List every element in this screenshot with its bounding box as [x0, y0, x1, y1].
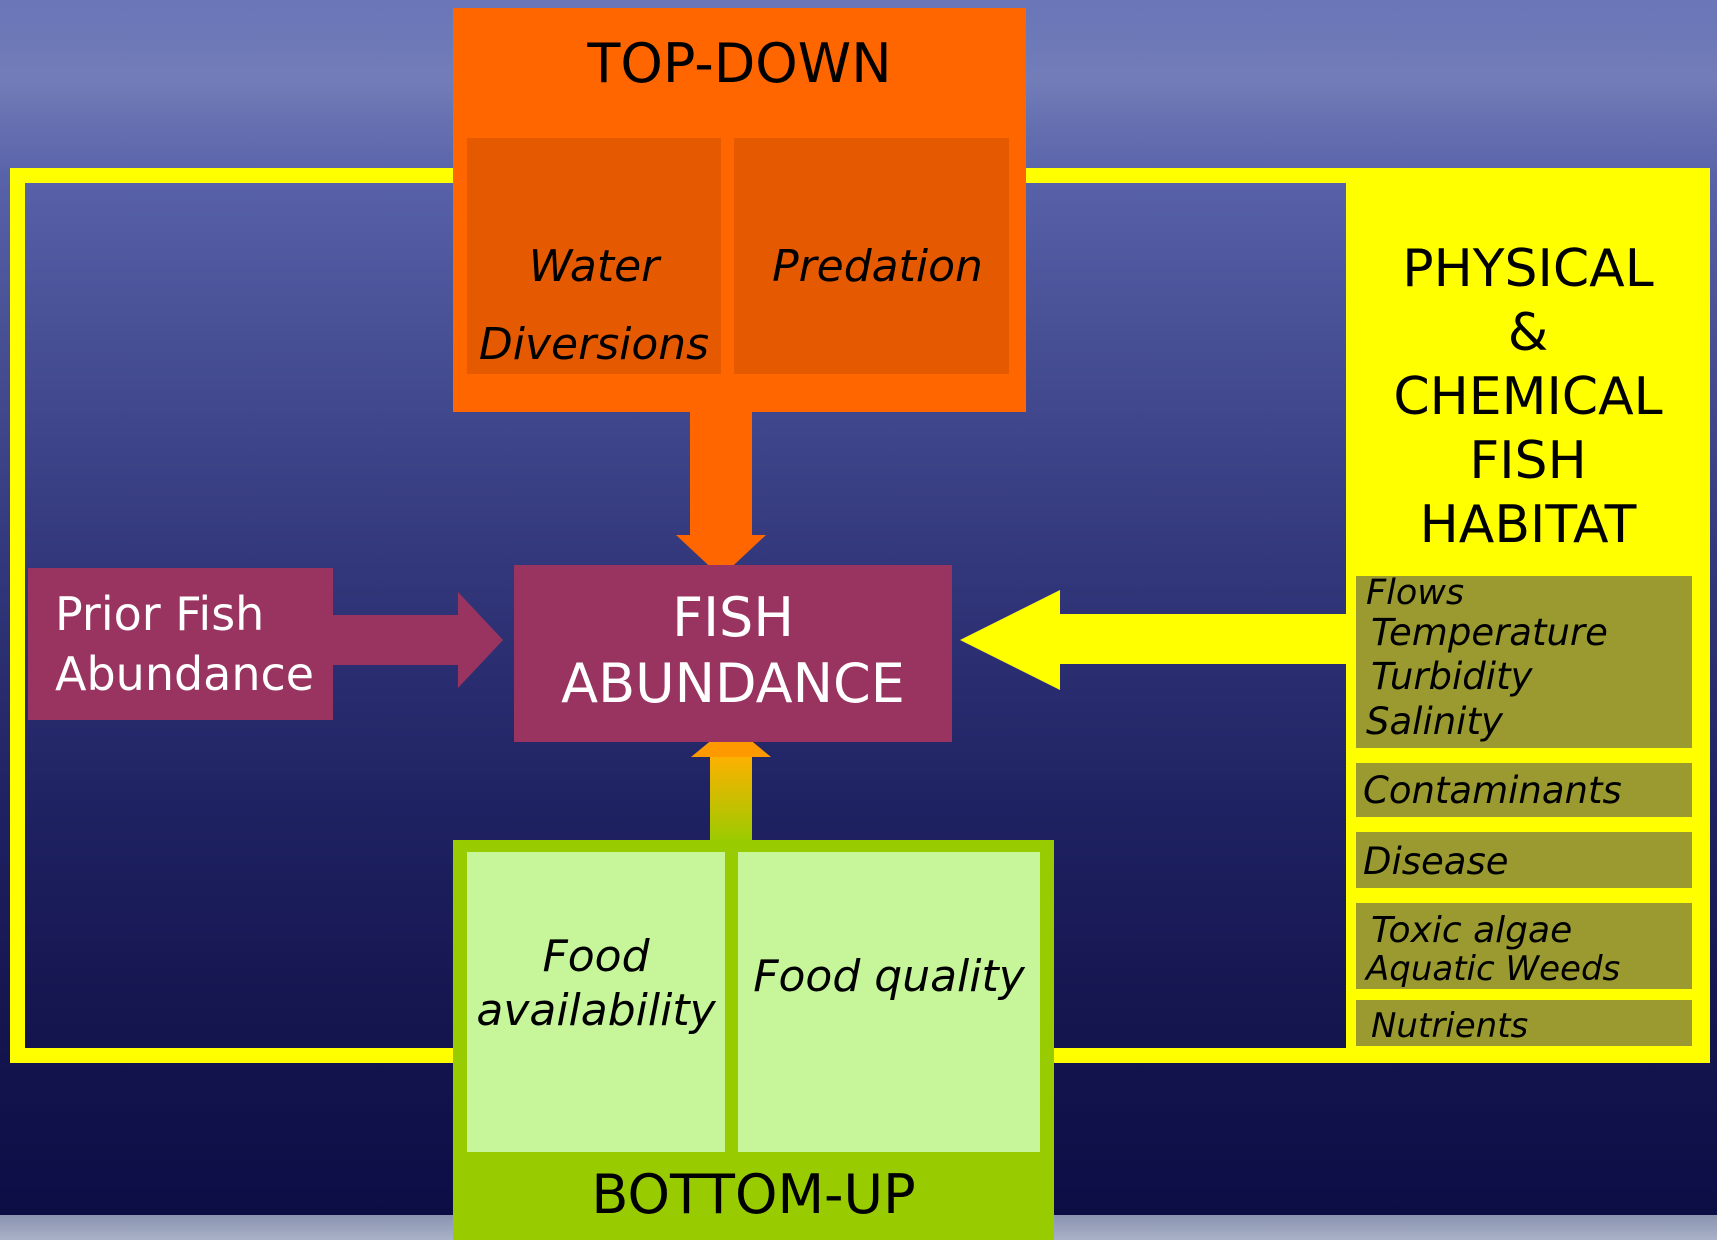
- arrow-bottom-up-shaft: [710, 755, 752, 843]
- habitat-group-toxic: [1356, 903, 1692, 989]
- prior-fish-abundance-box: [28, 568, 333, 720]
- arrow-physical-shaft: [1058, 614, 1348, 664]
- physical-title-line: CHEMICAL: [1393, 367, 1663, 427]
- diversions-label: Diversions: [478, 319, 710, 370]
- habitat-item: Aquatic Weeds: [1366, 949, 1621, 989]
- habitat-item: Contaminants: [1363, 769, 1622, 812]
- arrow-physical-head: [960, 590, 1060, 690]
- habitat-item: Nutrients: [1371, 1006, 1529, 1046]
- food-quality-cell: [738, 852, 1040, 1152]
- habitat-item: Toxic algae: [1371, 910, 1573, 951]
- arrow-prior-head: [458, 592, 503, 688]
- habitat-item: Temperature: [1371, 611, 1608, 654]
- fish-abundance-box: [514, 565, 952, 742]
- prior-label-line1: Prior Fish: [55, 587, 265, 641]
- physical-title-line: &: [1507, 303, 1549, 363]
- water-label: Water: [528, 241, 660, 292]
- food-availability-label: Food availability: [467, 930, 725, 1038]
- physical-chemical-habitat-box: [1346, 168, 1710, 563]
- water-diversions-cell: [467, 138, 721, 374]
- habitat-group-flows: [1356, 576, 1692, 748]
- food-quality-label: Food quality: [753, 951, 1025, 1002]
- prior-label-line2: Abundance: [55, 647, 315, 701]
- water-diversions-label: Water Diversions: [467, 228, 721, 384]
- habitat-item: Turbidity: [1371, 655, 1533, 698]
- prior-fish-abundance-label: Prior Fish Abundance: [55, 584, 345, 704]
- availability-label: availability: [476, 985, 716, 1036]
- physical-title-line: FISH: [1469, 431, 1587, 491]
- predation-label: Predation: [772, 241, 983, 292]
- habitat-item: Disease: [1363, 840, 1509, 883]
- habitat-group-contaminants: [1356, 763, 1692, 817]
- top-down-title: TOP-DOWN: [587, 32, 892, 95]
- fish-abundance-label: FISH ABUNDANCE: [514, 585, 952, 717]
- bottom-up-title: BOTTOM-UP: [591, 1163, 916, 1226]
- predation-cell: [734, 138, 1009, 374]
- arrow-top-down-shaft: [690, 412, 752, 537]
- habitat-group-nutrients: [1356, 1000, 1692, 1046]
- physical-title-line: HABITAT: [1419, 495, 1637, 555]
- food-availability-cell: [467, 852, 725, 1152]
- fish-label-line1: FISH: [672, 586, 794, 649]
- arrow-prior-shaft: [333, 615, 460, 665]
- physical-title-line: PHYSICAL: [1402, 239, 1654, 299]
- physical-chemical-habitat-title: PHYSICAL & CHEMICAL FISH HABITAT: [1346, 237, 1710, 557]
- habitat-item: Salinity: [1366, 700, 1503, 743]
- food-label: Food: [542, 931, 650, 982]
- habitat-item: Flows: [1366, 573, 1465, 613]
- fish-label-line2: ABUNDANCE: [561, 652, 905, 715]
- habitat-group-disease: [1356, 832, 1692, 888]
